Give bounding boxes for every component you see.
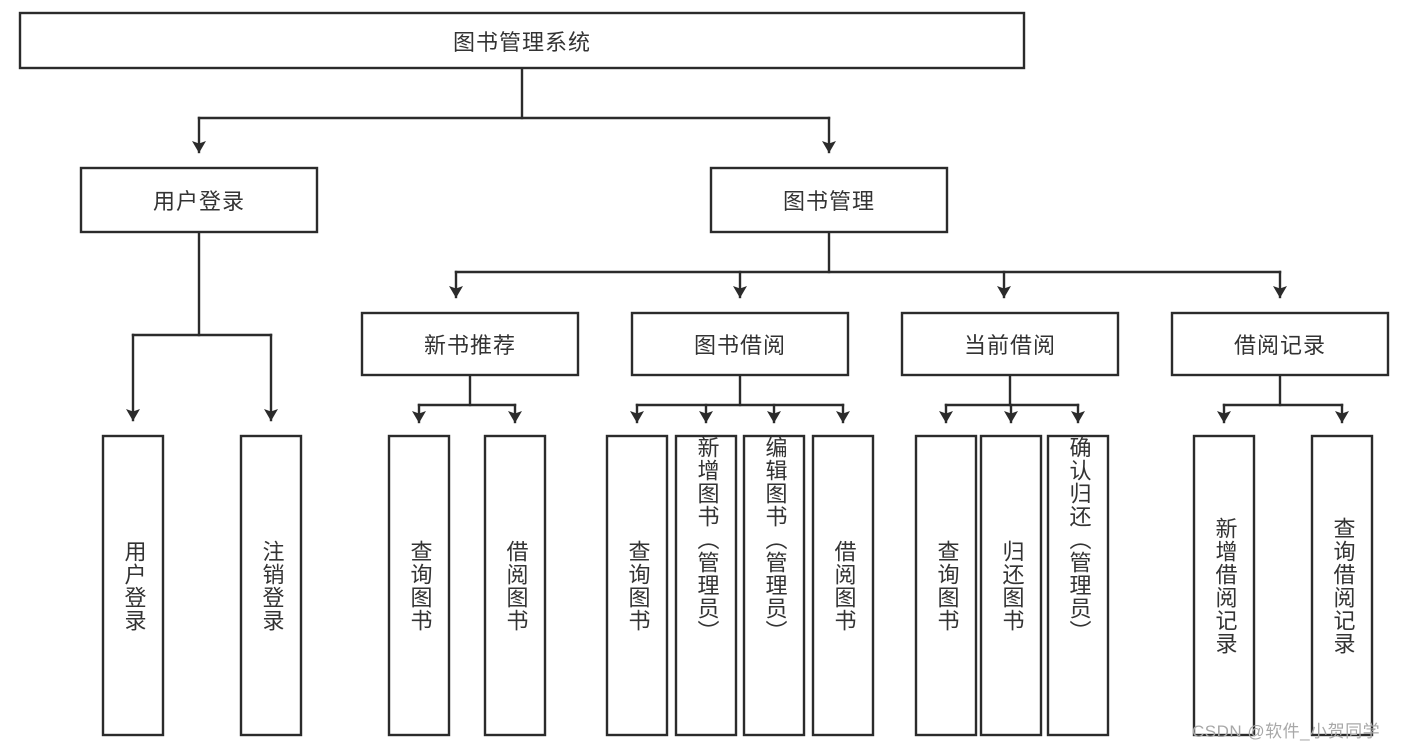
node-box-leaf-user-login[interactable] (101, 434, 165, 737)
connectors-layer (126, 66, 1349, 424)
node-box-leaf-user-logout[interactable] (239, 434, 303, 737)
node-box-leaf-add-borrow-record[interactable] (1192, 434, 1256, 737)
node-box-leaf-confirm-return-admin[interactable] (1046, 434, 1110, 737)
node-box-leaf-add-book-admin[interactable] (674, 434, 738, 737)
node-box-book-management[interactable] (709, 166, 949, 234)
node-box-root[interactable] (18, 11, 1026, 70)
node-box-leaf-query-book-cur[interactable] (914, 434, 978, 737)
node-box-leaf-borrow-book-rec[interactable] (483, 434, 547, 737)
node-box-leaf-query-book-borrow[interactable] (605, 434, 669, 737)
node-box-leaf-borrow-book[interactable] (811, 434, 875, 737)
node-box-leaf-edit-book-admin[interactable] (742, 434, 806, 737)
node-box-book-borrow[interactable] (630, 311, 850, 377)
node-box-new-book-recommend[interactable] (360, 311, 580, 377)
node-box-leaf-query-borrow-record[interactable] (1310, 434, 1374, 737)
node-box-leaf-return-book[interactable] (979, 434, 1043, 737)
node-box-borrow-record[interactable] (1170, 311, 1390, 377)
node-box-leaf-query-book-rec[interactable] (387, 434, 451, 737)
csdn-watermark: CSDN @软件_小贺同学 (1192, 722, 1381, 741)
nodes-layer (18, 11, 1390, 737)
node-box-user-login[interactable] (79, 166, 319, 234)
node-box-current-borrow[interactable] (900, 311, 1120, 377)
